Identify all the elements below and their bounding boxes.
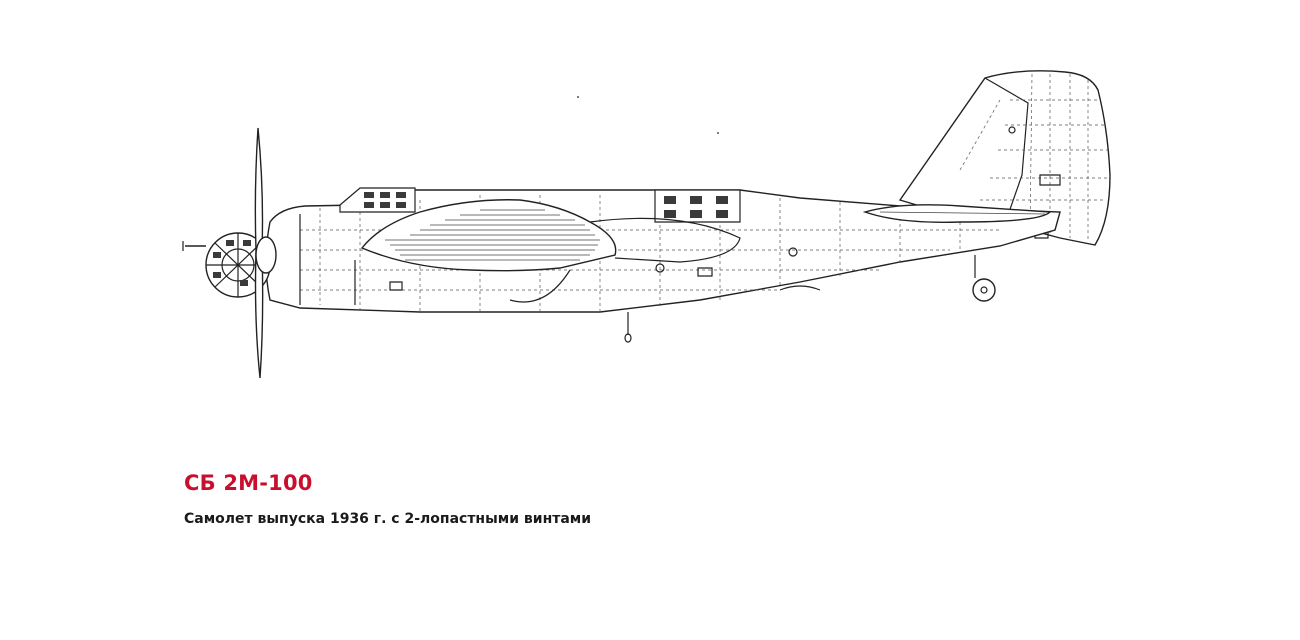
aircraft-subtitle: Самолет выпуска 1936 г. с 2-лопастными в… [184, 511, 592, 527]
engine-nacelle [360, 199, 741, 303]
horizontal-stabilizer [862, 204, 1052, 223]
cockpit-canopy [339, 187, 416, 213]
tail-wheel [972, 255, 996, 302]
gunner-canopy [654, 189, 741, 223]
aircraft-title: СБ 2М-100 [184, 471, 313, 495]
propeller [254, 127, 277, 379]
ventral-probe [624, 312, 632, 343]
